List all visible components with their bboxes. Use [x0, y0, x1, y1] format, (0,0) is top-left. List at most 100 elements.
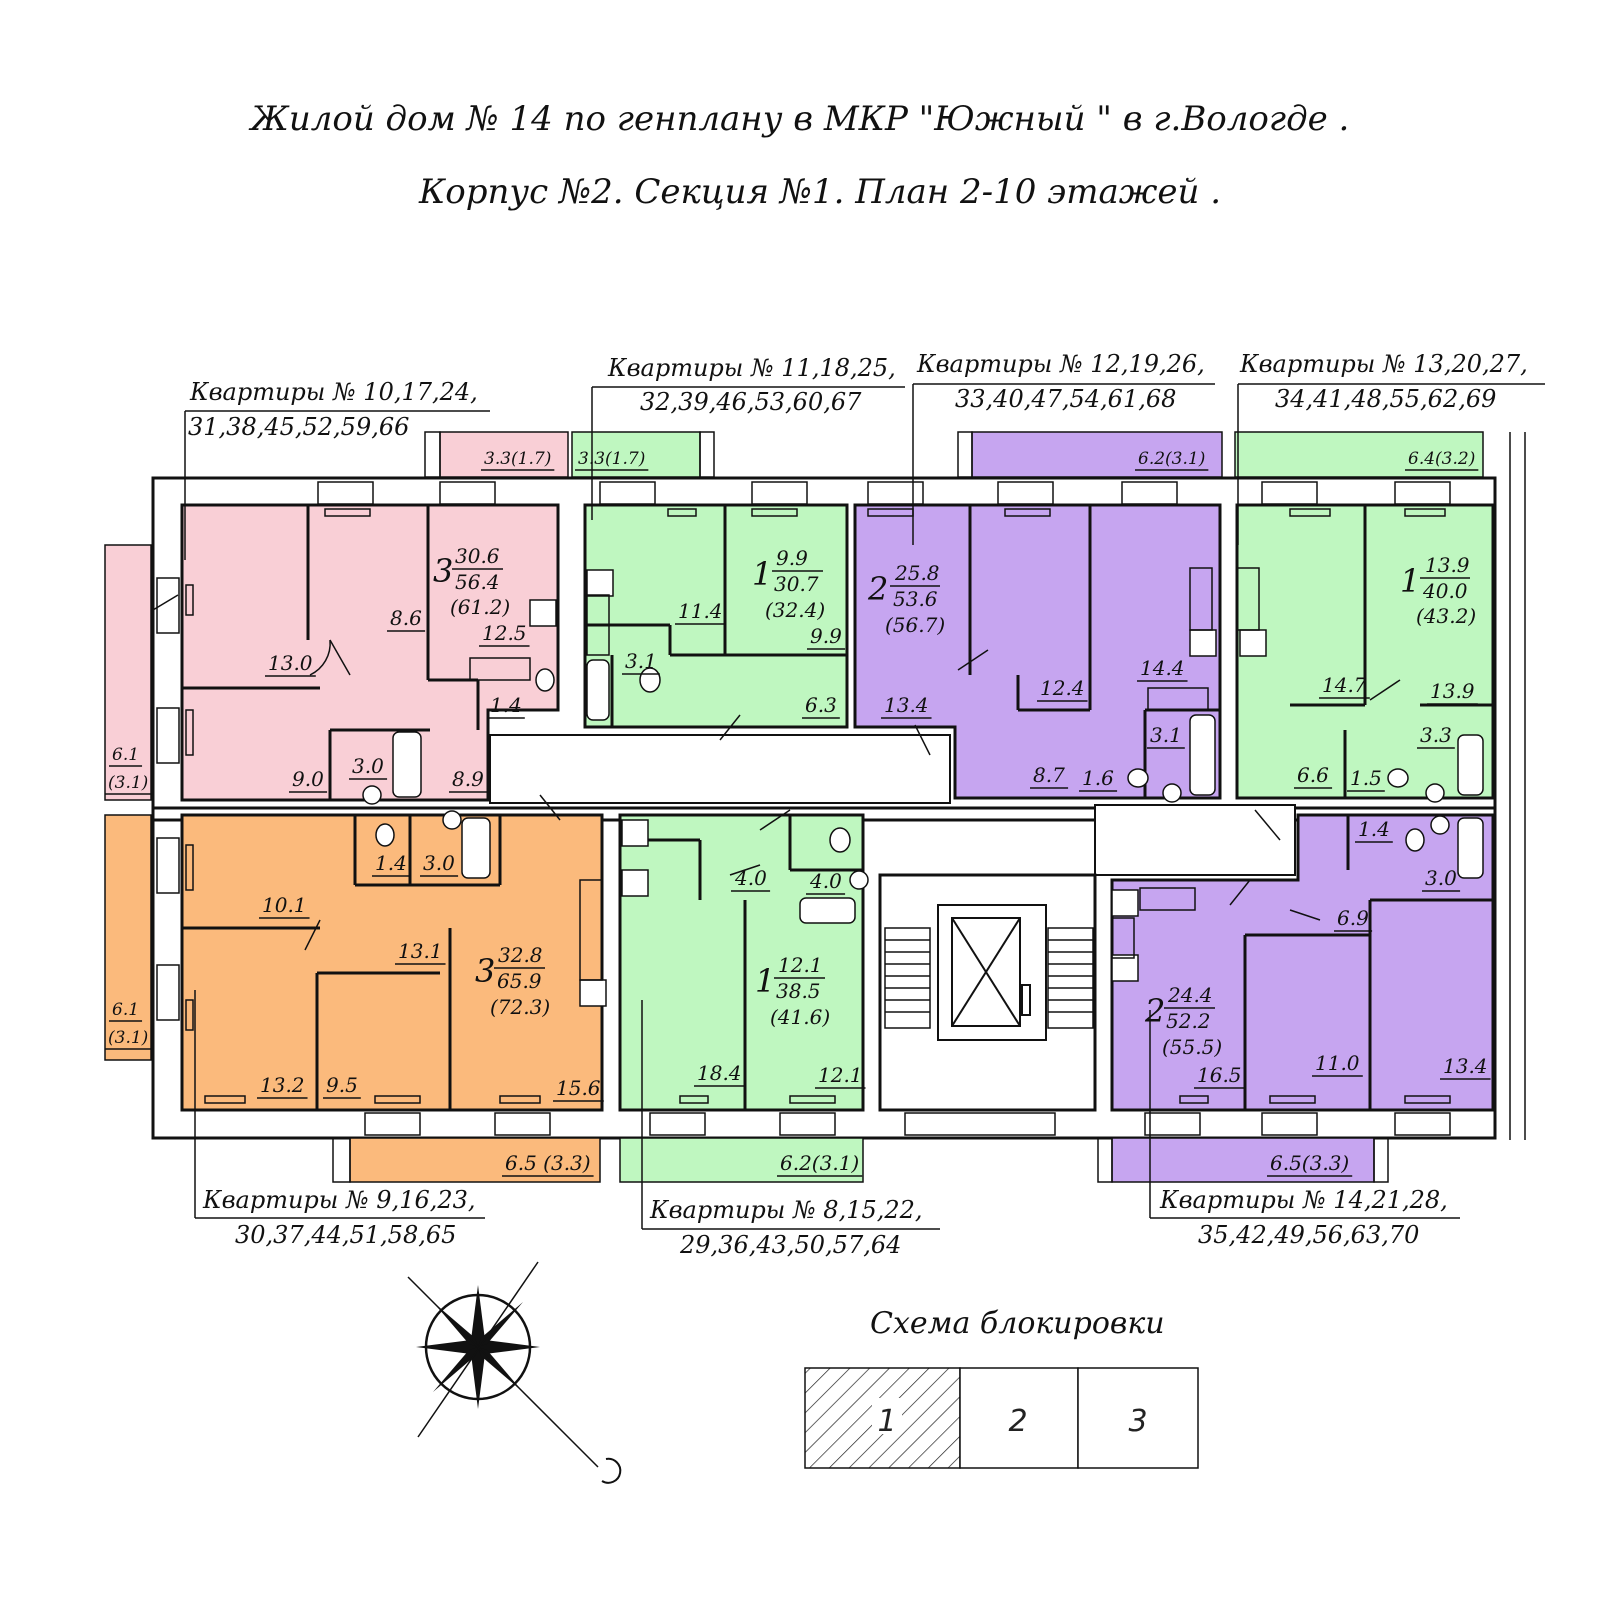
svg-text:16.5: 16.5	[1197, 1063, 1242, 1087]
apartment-summary-7: 2 24.4 52.2 (55.5)	[1144, 983, 1222, 1059]
svg-text:13.0: 13.0	[268, 651, 313, 675]
svg-text:2: 2	[1144, 992, 1165, 1030]
stove-icons	[529, 569, 1267, 1007]
label-group-5: Квартиры № 9,16,23, 30,37,44,51,58,65	[194, 990, 485, 1249]
svg-text:Квартиры № 14,21,28,: Квартиры № 14,21,28,	[1159, 1186, 1448, 1214]
blocking-scheme-title: Схема блокировки	[870, 1306, 1165, 1341]
room-area-labels: 13.0 8.6 12.5 1.4 9.0 3.0 8.9 6.1 (3.1) …	[105, 449, 1491, 1177]
svg-text:25.8: 25.8	[894, 561, 940, 585]
bathtub-icons	[392, 659, 1484, 924]
apartment-green-top-1	[583, 503, 849, 729]
svg-text:(32.4): (32.4)	[765, 598, 825, 622]
svg-text:4.0: 4.0	[734, 866, 767, 890]
svg-text:52.2: 52.2	[1166, 1009, 1211, 1033]
blocking-section-3	[1077, 1367, 1199, 1469]
svg-text:3.0: 3.0	[1425, 866, 1457, 890]
label-group-3: Квартиры № 12,19,26, 33,40,47,54,61,68	[912, 350, 1215, 545]
radiators	[185, 508, 1451, 1104]
right-edge	[1509, 432, 1526, 1140]
apartment-summary-5: 3 32.8 65.9 (72.3)	[475, 943, 550, 1019]
svg-text:10.1: 10.1	[262, 893, 307, 917]
svg-text:Квартиры № 13,20,27,: Квартиры № 13,20,27,	[1239, 350, 1528, 378]
svg-text:1: 1	[1400, 562, 1420, 600]
apartment-summary-3: 2 25.8 53.6 (56.7)	[867, 561, 945, 637]
interior-walls	[182, 505, 1493, 1110]
svg-text:1: 1	[752, 555, 772, 593]
svg-text:13.1: 13.1	[398, 939, 443, 963]
label-group-4: Квартиры № 13,20,27, 34,41,48,55,62,69	[1237, 350, 1545, 545]
svg-text:Квартиры № 12,19,26,: Квартиры № 12,19,26,	[916, 350, 1205, 378]
svg-text:30.6: 30.6	[455, 544, 500, 568]
balcony-pink-left	[104, 544, 152, 801]
blocking-scheme: 1 2 3	[804, 1367, 1199, 1469]
stair-core	[878, 873, 1097, 1112]
svg-text:6.5 (3.3): 6.5 (3.3)	[505, 1151, 591, 1175]
svg-text:24.4: 24.4	[1167, 983, 1213, 1007]
apartment-summary-6: 1 12.1 38.5 (41.6)	[755, 953, 830, 1029]
svg-text:Квартиры № 9,16,23,: Квартиры № 9,16,23,	[202, 1186, 476, 1214]
svg-text:3: 3	[1128, 1404, 1147, 1439]
svg-text:9.9: 9.9	[776, 546, 808, 570]
svg-text:1.4: 1.4	[1358, 817, 1390, 841]
balcony-frame	[424, 431, 441, 478]
svg-text:1.4: 1.4	[490, 693, 522, 717]
svg-text:31,38,45,52,59,66: 31,38,45,52,59,66	[188, 413, 409, 441]
title-line-2: Корпус №2. Секция №1. План 2-10 этажей .	[418, 172, 1221, 212]
svg-text:Квартиры № 10,17,24,: Квартиры № 10,17,24,	[189, 378, 478, 406]
svg-text:14.4: 14.4	[1140, 656, 1185, 680]
svg-text:3.0: 3.0	[352, 754, 384, 778]
svg-text:6.1: 6.1	[112, 745, 139, 765]
staircase-icon	[884, 927, 1094, 1029]
windows	[156, 481, 1451, 1136]
svg-text:3.3(1.7): 3.3(1.7)	[484, 449, 551, 469]
svg-text:9.0: 9.0	[292, 767, 324, 791]
apartment-orange	[180, 813, 604, 1112]
svg-text:65.9: 65.9	[497, 969, 542, 993]
svg-text:1: 1	[877, 1404, 896, 1439]
svg-text:3.3: 3.3	[1420, 723, 1452, 747]
svg-text:12.1: 12.1	[818, 1063, 863, 1087]
svg-text:3.3(1.7): 3.3(1.7)	[578, 449, 645, 469]
svg-text:4.0: 4.0	[809, 869, 842, 893]
balcony-orange-left	[104, 814, 152, 1061]
svg-text:6.6: 6.6	[1297, 763, 1329, 787]
svg-text:38.5: 38.5	[776, 979, 821, 1003]
balcony-frame	[1373, 1137, 1389, 1183]
svg-text:32.8: 32.8	[498, 943, 543, 967]
elevator-icon	[937, 904, 1047, 1041]
svg-text:40.0: 40.0	[1422, 579, 1468, 603]
svg-text:(61.2): (61.2)	[450, 595, 510, 619]
svg-text:13.9: 13.9	[1425, 553, 1470, 577]
svg-text:56.4: 56.4	[455, 570, 500, 594]
door-swings	[152, 594, 1401, 951]
svg-text:(56.7): (56.7)	[885, 613, 945, 637]
svg-text:(41.6): (41.6)	[770, 1005, 830, 1029]
svg-text:6.9: 6.9	[1337, 906, 1369, 930]
balcony-green-bottom	[619, 1137, 864, 1183]
svg-text:3: 3	[433, 552, 453, 590]
svg-text:6.2(3.1): 6.2(3.1)	[780, 1151, 859, 1175]
title-line-1: Жилой дом № 14 по генплану в МКР "Южный …	[248, 99, 1350, 139]
apartment-purple-bottom	[1110, 813, 1495, 1112]
svg-text:2: 2	[1008, 1404, 1027, 1439]
svg-text:(43.2): (43.2)	[1416, 604, 1476, 628]
svg-text:11.0: 11.0	[1315, 1051, 1360, 1075]
svg-text:12.4: 12.4	[1040, 676, 1085, 700]
svg-text:3: 3	[475, 952, 495, 990]
svg-text:6.5(3.3): 6.5(3.3)	[1270, 1151, 1349, 1175]
svg-text:35,42,49,56,63,70: 35,42,49,56,63,70	[1198, 1221, 1419, 1249]
svg-text:3.0: 3.0	[423, 851, 455, 875]
svg-text:9.5: 9.5	[326, 1073, 358, 1097]
svg-text:8.7: 8.7	[1033, 763, 1065, 787]
svg-text:3.1: 3.1	[625, 649, 657, 673]
svg-text:6.2(3.1): 6.2(3.1)	[1138, 449, 1205, 469]
apartment-pink	[180, 503, 560, 802]
svg-text:3.1: 3.1	[1150, 723, 1182, 747]
svg-text:6.3: 6.3	[805, 693, 837, 717]
svg-text:1.6: 1.6	[1082, 766, 1114, 790]
balcony-frame	[957, 431, 973, 478]
svg-text:1.4: 1.4	[375, 851, 407, 875]
svg-text:6.1: 6.1	[112, 1000, 139, 1020]
svg-text:29,36,43,50,57,64: 29,36,43,50,57,64	[679, 1231, 901, 1259]
svg-text:13.4: 13.4	[1443, 1054, 1488, 1078]
